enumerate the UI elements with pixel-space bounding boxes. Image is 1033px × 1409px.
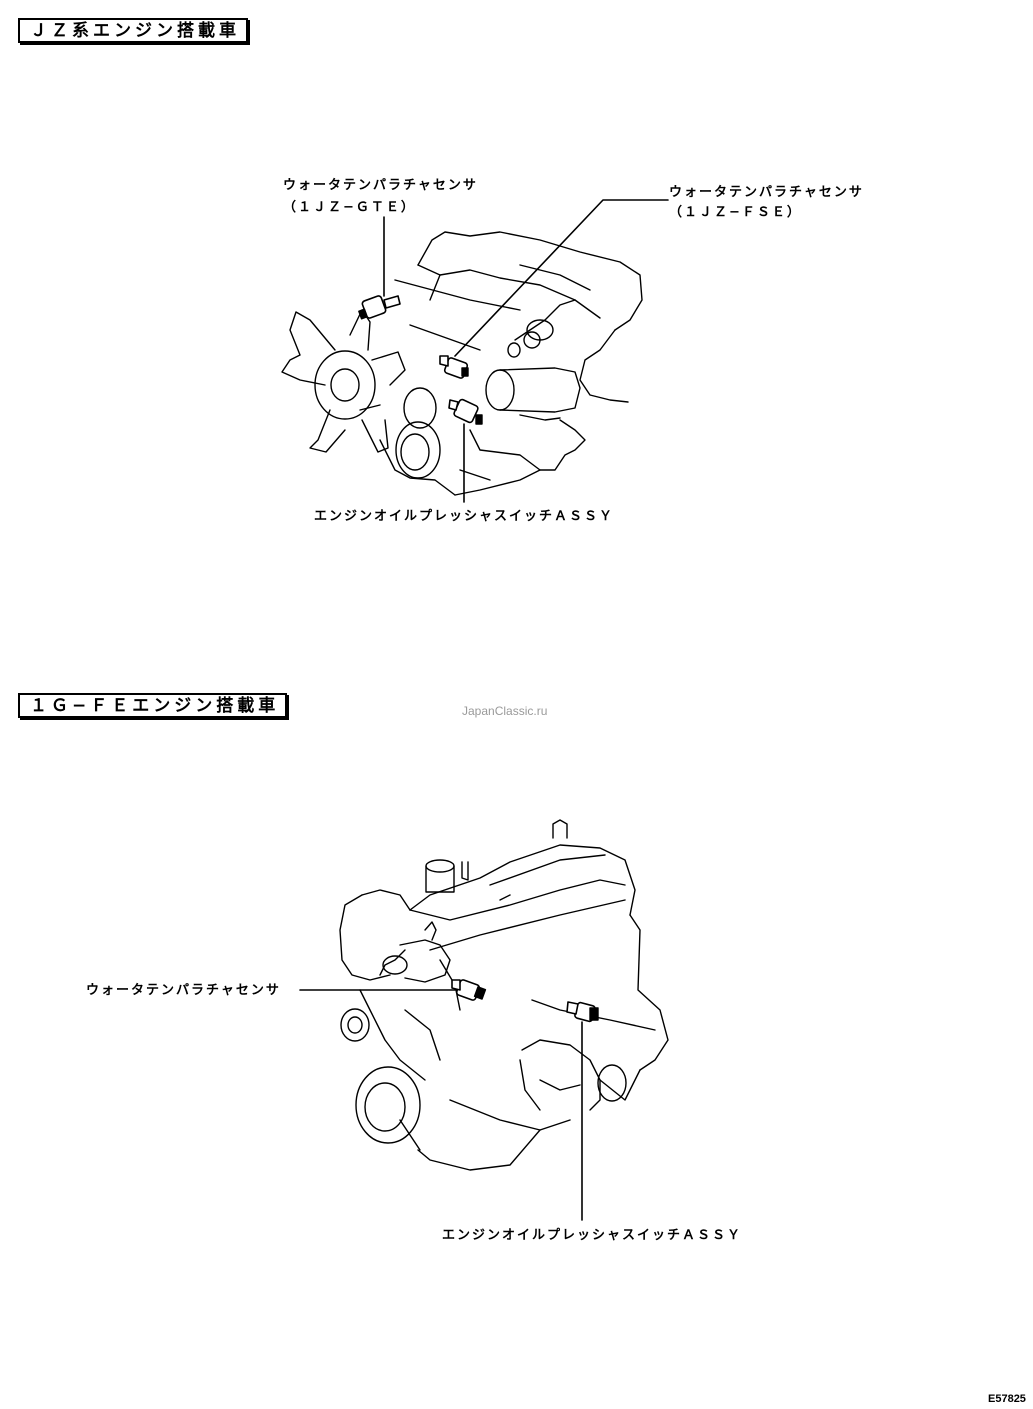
- section-title-1gfe: １Ｇ−ＦＥエンジン搭載車: [18, 693, 288, 718]
- section-title-jz: ＪＺ系エンジン搭載車: [18, 18, 248, 43]
- label-water-temp-sensor-1jz-fse-model: （１ＪＺ−ＦＳＥ）: [669, 205, 802, 220]
- label-water-temp-sensor-1jz-gte: ウォータテンパラチャセンサ: [283, 178, 478, 193]
- jz-engine-illustration: [281, 199, 669, 503]
- label-oil-pressure-switch-jz: エンジンオイルプレッシャスイッチＡＳＳＹ: [314, 509, 615, 524]
- label-water-temp-sensor-1gfe: ウォータテンパラチャセンサ: [86, 983, 281, 998]
- watermark: JapanClassic.ru: [462, 704, 548, 718]
- 1gfe-engine-illustration: [299, 819, 669, 1221]
- label-water-temp-sensor-1jz-fse: ウォータテンパラチャセンサ: [669, 185, 864, 200]
- label-water-temp-sensor-1jz-gte-model: （１ＪＺ−ＧＴＥ）: [283, 200, 416, 215]
- label-oil-pressure-switch-1gfe: エンジンオイルプレッシャスイッチＡＳＳＹ: [442, 1228, 743, 1243]
- figure-id: E57825: [988, 1393, 1026, 1405]
